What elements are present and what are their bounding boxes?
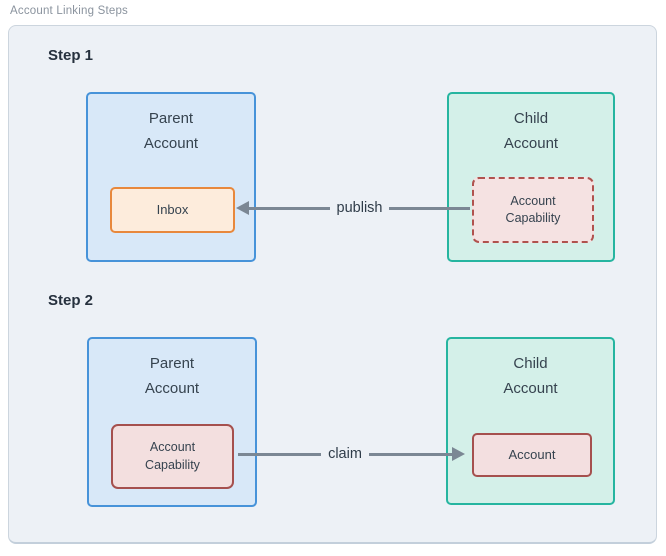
arrow-line: [238, 452, 322, 456]
publish-label: publish: [336, 200, 383, 216]
arrow-line: [249, 206, 330, 210]
arrowhead-right-icon: [452, 447, 465, 461]
account-capability-dashed-box: Account Capability: [472, 177, 594, 243]
inbox-box: Inbox: [110, 187, 235, 233]
account-capability-box: Account Capability: [111, 424, 234, 489]
child-account-title: Child Account: [503, 355, 558, 397]
figure-title: Account Linking Steps: [10, 5, 128, 17]
claim-arrow: claim: [238, 442, 465, 466]
child-account-box-step-2: Child Account Account: [446, 337, 615, 505]
step-1-label: Step 1: [48, 47, 94, 64]
claim-label: claim: [328, 446, 362, 462]
arrow-line: [389, 206, 471, 210]
parent-account-box-step-2: Parent Account Account Capability: [87, 337, 257, 507]
parent-account-title: Parent Account: [144, 355, 200, 397]
child-account-box-step-1: Child Account Account Capability: [447, 92, 615, 262]
account-box: Account: [472, 433, 592, 477]
parent-account-box-step-1: Parent Account Inbox: [86, 92, 256, 262]
publish-arrow: publish: [236, 196, 471, 220]
child-account-title: Child Account: [503, 110, 559, 152]
parent-account-title: Parent Account: [143, 110, 199, 152]
step-2-label: Step 2: [48, 292, 94, 309]
arrow-line: [368, 452, 452, 456]
arrowhead-left-icon: [236, 201, 249, 215]
